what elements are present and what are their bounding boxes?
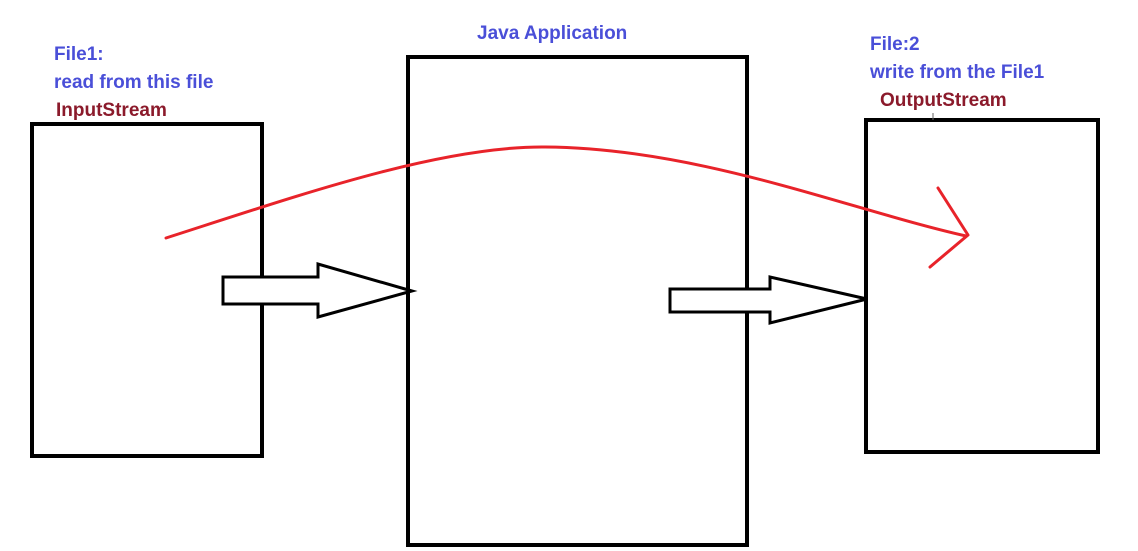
java-application-title: Java Application xyxy=(477,23,628,44)
flow-arrowhead xyxy=(928,186,970,269)
file2-box xyxy=(864,118,1100,454)
input-stream-label: InputStream xyxy=(56,100,167,121)
input-arrow xyxy=(221,262,418,319)
file1-description: read from this file xyxy=(54,72,214,93)
output-arrow xyxy=(668,275,868,325)
file2-title: File:2 xyxy=(870,34,920,55)
file2-description: write from the File1 xyxy=(870,62,1045,83)
flow-curve xyxy=(164,145,968,240)
file1-title: File1: xyxy=(54,44,104,65)
output-stream-label: OutputStream xyxy=(880,90,1007,111)
